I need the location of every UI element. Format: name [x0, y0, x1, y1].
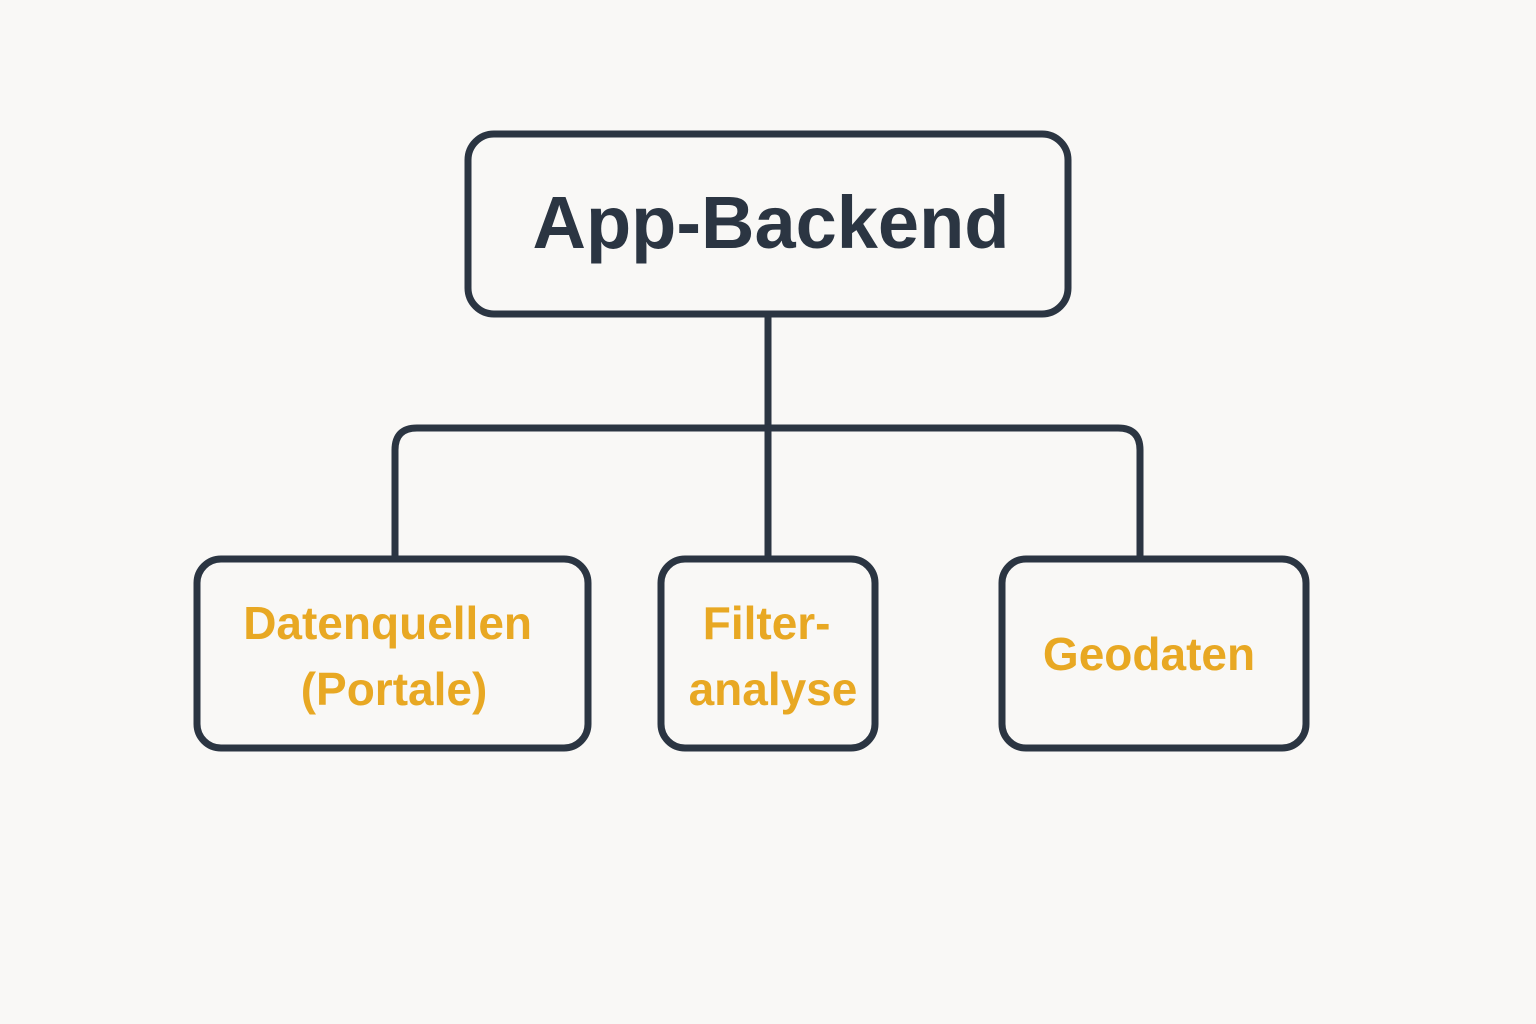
child-node-label-line: Filter- [703, 597, 831, 649]
root-node-box [464, 130, 1072, 318]
child-node-box [998, 555, 1310, 752]
child-node-filteranalyse: Filter- analyse [657, 555, 879, 752]
child-node-label-line: Geodaten [1043, 628, 1255, 680]
child-node-label: Filter- analyse [689, 597, 858, 715]
child-node-box [657, 555, 879, 752]
root-node-label: App-Backend [533, 181, 1010, 264]
child-node-label-line: Datenquellen [243, 597, 532, 649]
child-node-datenquellen: Datenquellen (Portale) [193, 555, 592, 752]
connectors [391, 312, 1144, 560]
child-node-label-line: analyse [689, 663, 858, 715]
child-node-label: Datenquellen (Portale) [243, 597, 545, 715]
child-node-geodaten: Geodaten [998, 555, 1310, 752]
child-node-box [193, 555, 592, 752]
child-node-label-line: (Portale) [301, 663, 488, 715]
child-node-label: Geodaten [1043, 628, 1255, 680]
root-node: App-Backend [464, 130, 1072, 318]
